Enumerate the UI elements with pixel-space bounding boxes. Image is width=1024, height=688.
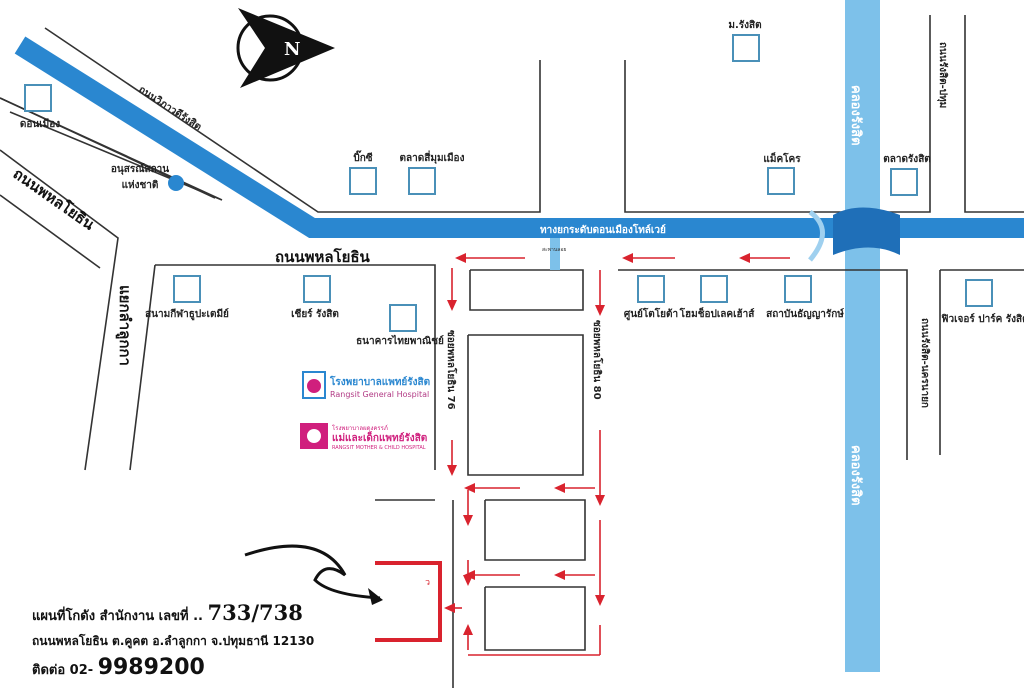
svg-text:Rangsit General Hospital: Rangsit General Hospital xyxy=(330,390,429,399)
svg-text:ว: ว xyxy=(425,578,430,588)
svg-text:ตลาดสี่มุมเมือง: ตลาดสี่มุมเมือง xyxy=(400,150,465,164)
warehouse-marker: ว xyxy=(244,544,442,642)
svg-text:บิ๊กซี: บิ๊กซี xyxy=(353,150,372,164)
svg-text:ม.รังสิต: ม.รังสิต xyxy=(728,19,761,31)
svg-text:คลองรังสิต: คลองรังสิต xyxy=(848,445,863,506)
svg-text:ศูนย์โตโยต้า: ศูนย์โตโยต้า xyxy=(624,307,678,321)
svg-text:ถนนรังสิต-นครนายก: ถนนรังสิต-นครนายก xyxy=(919,318,931,408)
svg-text:ทางยกระดับดอนเมืองโทล์เวย์: ทางยกระดับดอนเมืองโทล์เวย์ xyxy=(540,223,666,236)
rangsit-general-hospital-logo: โรงพยาบาลแพทย์รังสิต Rangsit General Hos… xyxy=(302,371,430,399)
khlong-rangsit-canal xyxy=(845,0,880,672)
route-arrows xyxy=(444,253,790,656)
svg-text:โฮมช็อปเลคเฮ้าส์: โฮมช็อปเลคเฮ้าส์ xyxy=(679,306,756,320)
svg-text:N: N xyxy=(284,39,300,60)
svg-text:เชียร์ รังสิต: เชียร์ รังสิต xyxy=(291,308,339,320)
svg-text:ถนนพหลโยธิน: ถนนพหลโยธิน xyxy=(275,247,371,266)
svg-text:ดอนเมือง: ดอนเมือง xyxy=(20,118,60,130)
svg-text:RANGSIT MOTHER & CHILD HOSPITA: RANGSIT MOTHER & CHILD HOSPITAL xyxy=(332,445,426,451)
svg-text:แม็คโคร: แม็คโคร xyxy=(763,151,801,165)
svg-text:ซอยพหลโยธิน 80: ซอยพหลโยธิน 80 xyxy=(591,320,604,400)
svg-text:แห่งชาติ: แห่งชาติ xyxy=(122,179,159,191)
poi-markers xyxy=(24,34,993,332)
svg-text:ตลาดรังสิต: ตลาดรังสิต xyxy=(883,153,931,165)
phone-number: 9989200 xyxy=(97,655,205,680)
footbridge xyxy=(550,238,560,270)
address-line-1: แผนที่โกดัง สำนักงาน เลขที่ .. 733/738 xyxy=(32,600,303,626)
svg-text:สนามกีฬาธูปะเตมีย์: สนามกีฬาธูปะเตมีย์ xyxy=(145,308,229,321)
north-compass-icon: N xyxy=(236,8,335,88)
contact-line: ติดต่อ 02- 9989200 xyxy=(32,655,205,680)
mother-child-hospital-logo: โรงพยาบาลผดุงครรภ์ แม่และเด็กแพทย์รังสิต… xyxy=(300,423,427,451)
road-network xyxy=(0,15,1024,688)
svg-text:ถนนพหลโยธิน: ถนนพหลโยธิน xyxy=(10,164,99,234)
svg-text:แยกลำลูกกา: แยกลำลูกกา xyxy=(115,285,134,366)
svg-text:ฟิวเจอร์ ปาร์ค รังสิต: ฟิวเจอร์ ปาร์ค รังสิต xyxy=(941,313,1024,325)
uturn-ramp xyxy=(808,209,825,262)
svg-text:คลองรังสิต: คลองรังสิต xyxy=(848,85,863,146)
contact-prefix: ติดต่อ 02- xyxy=(32,663,94,678)
interchange-icon xyxy=(833,207,900,255)
svg-text:โรงพยาบาลแพทย์รังสิต: โรงพยาบาลแพทย์รังสิต xyxy=(329,375,430,388)
svg-text:ธนาคารไทยพาณิชย์: ธนาคารไทยพาณิชย์ xyxy=(356,334,444,347)
svg-text:อนุสรณ์สถาน: อนุสรณ์สถาน xyxy=(111,163,169,175)
svg-text:สะพานลอย: สะพานลอย xyxy=(542,247,566,253)
donmueang-tollway xyxy=(14,36,1024,238)
svg-text:ถนนรังสิต-ปทุม: ถนนรังสิต-ปทุม xyxy=(937,42,949,108)
address-number: 733/738 xyxy=(207,600,303,625)
address-prefix: แผนที่โกดัง สำนักงาน เลขที่ .. xyxy=(32,609,203,624)
svg-text:ซอยพหลโยธิน 76: ซอยพหลโยธิน 76 xyxy=(445,330,458,410)
svg-text:แม่และเด็กแพทย์รังสิต: แม่และเด็กแพทย์รังสิต xyxy=(332,430,427,444)
svg-text:สถาบันธัญญารักษ์: สถาบันธัญญารักษ์ xyxy=(766,308,844,320)
address-line-2: ถนนพหลโยธิน ต.คูคต อ.ลำลูกกา จ.ปทุมธานี … xyxy=(32,634,315,648)
svg-text:โรงพยาบาลผดุงครรภ์: โรงพยาบาลผดุงครรภ์ xyxy=(332,424,388,432)
